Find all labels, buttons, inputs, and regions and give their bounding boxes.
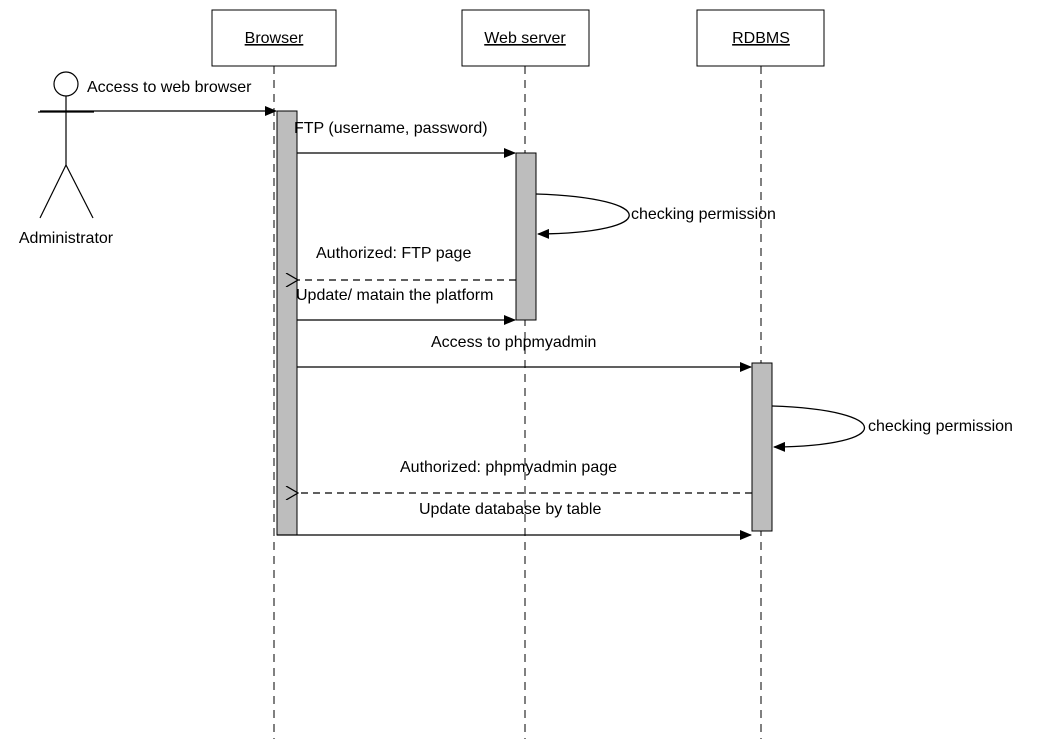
message-label: FTP (username, password) xyxy=(294,120,488,137)
message-label: checking permission xyxy=(631,206,776,223)
message-checking-permission-web: checking permission xyxy=(535,193,776,239)
participant-web-server: Web server xyxy=(461,9,590,739)
self-message-arrow xyxy=(771,405,865,452)
message-authorized-ftp: Authorized: FTP page xyxy=(298,245,516,280)
browser-box xyxy=(211,9,337,67)
actor-label: Administrator xyxy=(19,230,114,247)
message-label: Update/ matain the platform xyxy=(296,287,493,304)
browser-title: Browser xyxy=(245,30,304,47)
actor-leg-right xyxy=(65,164,94,219)
actor-head xyxy=(53,71,79,97)
web-server-activation xyxy=(515,152,537,321)
message-checking-permission-rdbms: checking permission xyxy=(771,405,1013,452)
message-label: Authorized: FTP page xyxy=(316,245,471,262)
message-update-platform: Update/ matain the platform xyxy=(296,287,516,325)
message-access-phpmyadmin: Access to phpmyadmin xyxy=(297,334,752,372)
web-server-title: Web server xyxy=(484,30,566,47)
message-label: Update database by table xyxy=(419,501,601,518)
actor-administrator: Administrator xyxy=(19,71,114,247)
message-authorized-phpmyadmin: Authorized: phpmyadmin page xyxy=(298,459,752,493)
web-server-box xyxy=(461,9,590,67)
browser-activation xyxy=(276,110,298,536)
actor-leg-left xyxy=(39,164,67,219)
message-access-web-browser: Access to web browser xyxy=(40,79,277,116)
participant-rdbms: RDBMS xyxy=(696,9,825,739)
rdbms-activation xyxy=(751,362,773,532)
message-update-database: Update database by table xyxy=(277,501,752,540)
message-label: Authorized: phpmyadmin page xyxy=(400,459,617,476)
self-message-arrow xyxy=(535,193,630,239)
message-ftp-login: FTP (username, password) xyxy=(294,120,516,158)
message-label: Access to phpmyadmin xyxy=(431,334,596,351)
participant-browser: Browser xyxy=(211,9,337,739)
message-label: Access to web browser xyxy=(87,79,252,96)
message-label: checking permission xyxy=(868,418,1013,435)
rdbms-title: RDBMS xyxy=(732,30,790,47)
